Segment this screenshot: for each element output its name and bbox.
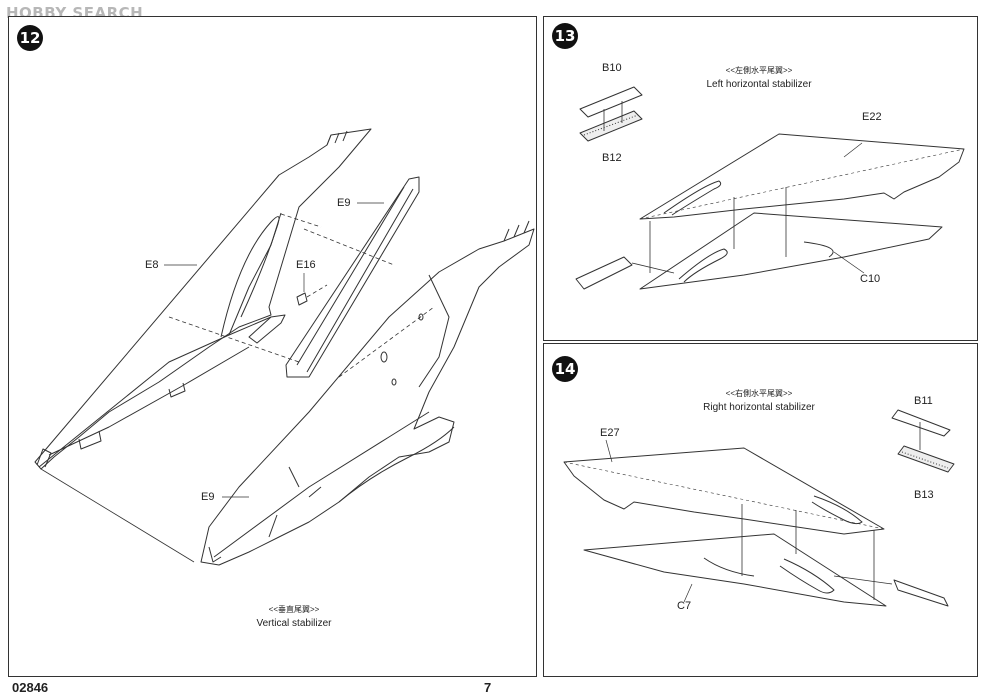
part-label-b10: B10 bbox=[602, 62, 622, 74]
step-13-panel: 13 bbox=[543, 16, 978, 341]
part-label-c10: C10 bbox=[860, 273, 881, 285]
step-13-caption: <<左側水平尾翼>> Left horizontal stabilizer bbox=[684, 65, 834, 90]
right-horizontal-stabilizer-drawing bbox=[563, 409, 955, 607]
step-13-badge: 13 bbox=[552, 23, 578, 49]
step-12-panel: 12 bbox=[8, 16, 537, 677]
page-number: 7 bbox=[484, 680, 492, 695]
caption-en: Right horizontal stabilizer bbox=[703, 402, 815, 413]
part-label-e27: E27 bbox=[600, 427, 620, 439]
caption-cn: <<右側水平尾翼>> bbox=[725, 389, 793, 398]
part-label-b11: B11 bbox=[914, 395, 933, 407]
vertical-stabilizer-drawing bbox=[34, 128, 535, 566]
left-horizontal-stabilizer-drawing bbox=[575, 86, 965, 290]
part-label-e9-bottom: E9 bbox=[201, 491, 215, 503]
caption-cn: <<左側水平尾翼>> bbox=[725, 66, 793, 75]
caption-en: Left horizontal stabilizer bbox=[706, 79, 812, 90]
part-label-b12: B12 bbox=[602, 152, 622, 164]
step-14-badge: 14 bbox=[552, 356, 578, 382]
part-label-e9-top: E9 bbox=[337, 197, 351, 209]
product-code: 02846 bbox=[12, 680, 49, 695]
step-14-caption: <<右側水平尾翼>> Right horizontal stabilizer bbox=[674, 388, 844, 413]
part-label-e16: E16 bbox=[296, 259, 316, 271]
step-14-panel: 14 bbox=[543, 343, 978, 677]
part-label-e8: E8 bbox=[145, 259, 159, 271]
step-12-badge: 12 bbox=[17, 25, 43, 51]
caption-cn: <<垂直尾翼>> bbox=[268, 605, 320, 614]
step-12-caption: <<垂直尾翼>> Vertical stabilizer bbox=[209, 604, 379, 629]
part-label-b13: B13 bbox=[914, 489, 934, 501]
part-label-c7: C7 bbox=[677, 600, 692, 612]
part-label-e22: E22 bbox=[862, 111, 882, 123]
caption-en: Vertical stabilizer bbox=[256, 618, 332, 629]
